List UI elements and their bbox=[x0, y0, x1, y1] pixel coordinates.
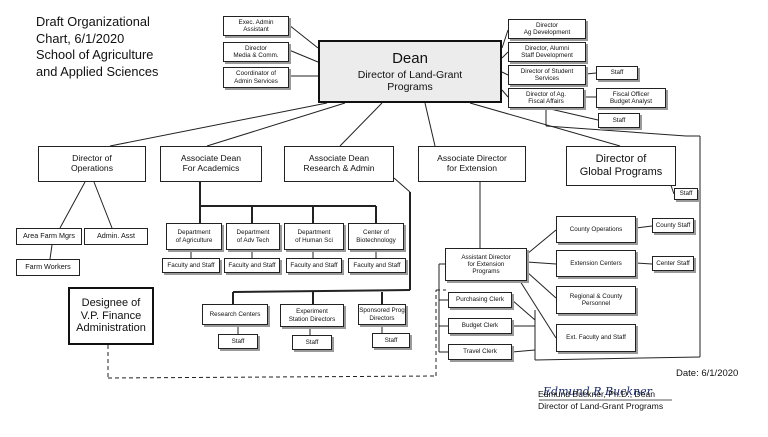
associate-dean-research-box[interactable]: Associate Dean Research & Admin bbox=[284, 146, 394, 182]
department-human-sci-box[interactable]: Department of Human Sci bbox=[284, 223, 344, 250]
admin-asst-box[interactable]: Admin. Asst bbox=[84, 228, 148, 245]
signature-title: Director of Land-Grant Programs bbox=[538, 401, 664, 411]
faculty-staff-adv-tech-box[interactable]: Faculty and Staff bbox=[224, 258, 280, 273]
purchasing-clerk-box[interactable]: Purchasing Clerk bbox=[448, 292, 512, 308]
director-operations-box[interactable]: Director of Operations bbox=[38, 146, 146, 182]
dean-subtitle: Director of Land-Grant Programs bbox=[357, 69, 463, 94]
coordinator-admin-services-box[interactable]: Coordinator of Admin Services bbox=[223, 67, 289, 88]
sponsored-prog-directors-box[interactable]: Sponsored Prog Directors bbox=[358, 304, 406, 325]
county-operations-box[interactable]: County Operations bbox=[556, 216, 636, 243]
fiscal-officer-box[interactable]: Fiscal Officer Budget Analyst bbox=[596, 88, 666, 108]
assistant-director-extension-box[interactable]: Assistant Director for Extension Program… bbox=[445, 248, 527, 281]
budget-clerk-box[interactable]: Budget Clerk bbox=[448, 318, 512, 334]
director-media-box[interactable]: Director Media & Comm. bbox=[223, 42, 289, 62]
chart-title: Draft Organizational Chart, 6/1/2020 Sch… bbox=[36, 14, 159, 79]
faculty-staff-biotechnology-box[interactable]: Faculty and Staff bbox=[348, 258, 406, 273]
ext-faculty-staff-box[interactable]: Ext. Faculty and Staff bbox=[556, 324, 636, 352]
dean-box[interactable]: Dean Director of Land-Grant Programs bbox=[318, 40, 502, 103]
farm-workers-box[interactable]: Farm Workers bbox=[16, 259, 80, 276]
faculty-staff-human-sci-box[interactable]: Faculty and Staff bbox=[286, 258, 342, 273]
signature-graphic: Edmund R Buckner bbox=[539, 385, 672, 401]
sponsored-prog-staff-box[interactable]: Staff bbox=[372, 333, 410, 348]
faculty-staff-agriculture-box[interactable]: Faculty and Staff bbox=[162, 258, 220, 273]
center-biotechnology-box[interactable]: Center of Biotechnology bbox=[348, 223, 404, 250]
county-staff-box[interactable]: County Staff bbox=[652, 218, 694, 233]
department-adv-tech-box[interactable]: Department of Adv Tech bbox=[226, 223, 280, 250]
regional-county-personnel-box[interactable]: Regional & County Personnel bbox=[556, 286, 636, 314]
director-student-services-box[interactable]: Director of Student Services bbox=[508, 65, 586, 85]
global-staff-box[interactable]: Staff bbox=[674, 188, 698, 200]
experiment-station-directors-box[interactable]: Experiment Station Directors bbox=[280, 304, 344, 327]
research-centers-box[interactable]: Research Centers bbox=[202, 304, 268, 325]
student-services-staff-box[interactable]: Staff bbox=[596, 66, 638, 80]
exec-admin-assistant-box[interactable]: Exec. Admin Assistant bbox=[223, 16, 289, 36]
dean-title: Dean bbox=[392, 49, 428, 67]
travel-clerk-box[interactable]: Travel Clerk bbox=[448, 344, 512, 360]
finance-designee-box[interactable]: Designee of V.P. Finance Administration bbox=[68, 287, 154, 345]
center-staff-box[interactable]: Center Staff bbox=[652, 256, 694, 271]
research-centers-staff-box[interactable]: Staff bbox=[218, 334, 258, 349]
signature-name: Edmund Buckner, Ph.D., Dean bbox=[538, 389, 656, 399]
signature-date: Date: 6/1/2020 bbox=[676, 368, 739, 379]
director-ag-development-box[interactable]: Director Ag Development bbox=[508, 19, 586, 39]
director-global-programs-box[interactable]: Director of Global Programs bbox=[566, 146, 676, 186]
fiscal-staff-box[interactable]: Staff bbox=[598, 113, 640, 128]
area-farm-mgrs-box[interactable]: Area Farm Mgrs bbox=[16, 228, 82, 245]
signature-script: Edmund R Buckner bbox=[542, 385, 653, 398]
extension-centers-box[interactable]: Extension Centers bbox=[556, 250, 636, 277]
associate-dean-academics-box[interactable]: Associate Dean For Academics bbox=[160, 146, 262, 182]
director-fiscal-affairs-box[interactable]: Director of Ag. Fiscal Affairs bbox=[508, 88, 584, 108]
associate-director-extension-box[interactable]: Associate Director for Extension bbox=[418, 146, 526, 182]
experiment-station-staff-box[interactable]: Staff bbox=[292, 335, 332, 350]
director-alumni-box[interactable]: Director, Alumni Staff Development bbox=[508, 42, 586, 62]
department-agriculture-box[interactable]: Department of Agriculture bbox=[166, 223, 222, 250]
